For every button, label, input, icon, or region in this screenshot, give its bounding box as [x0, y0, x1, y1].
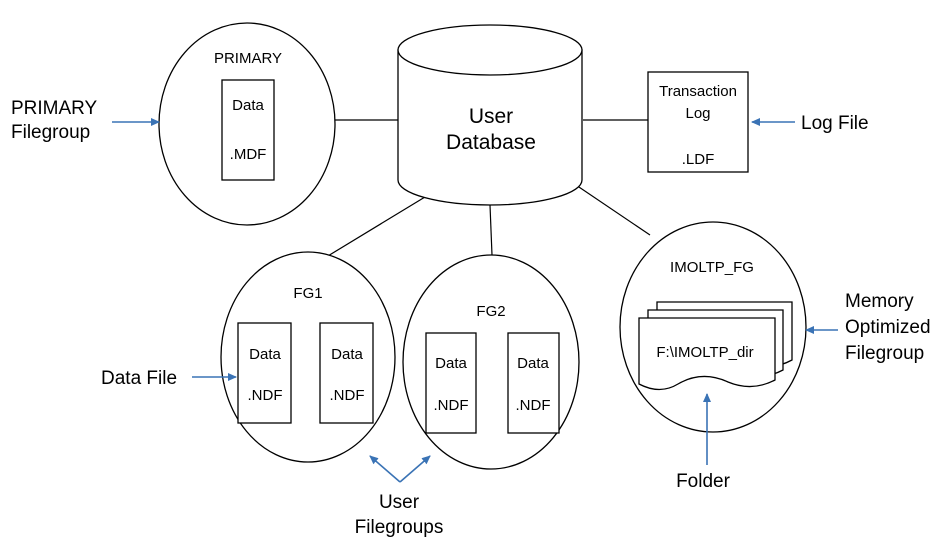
- folder-page-front: [638, 317, 776, 391]
- primary-data-file: [221, 79, 275, 181]
- fg1-filegroup: FG1 Data .NDF Data .NDF: [220, 251, 396, 463]
- fg2-data-file-1: [425, 332, 477, 434]
- log-file-callout: Log File: [801, 113, 869, 134]
- primary-filegroup-title: PRIMARY: [214, 50, 282, 67]
- user-filegroups-arrow-left: [369, 455, 401, 483]
- folder-document-stack: [638, 301, 793, 391]
- fg2-file1-extension: .NDF: [434, 397, 469, 414]
- fg1-data-file-2: [319, 322, 374, 424]
- transaction-log-line2: Log: [685, 105, 710, 122]
- primary-filegroup: PRIMARY Data .MDF: [158, 22, 336, 226]
- transaction-log-extension: .LDF: [682, 151, 715, 168]
- primary-callout-line2: Filegroup: [11, 122, 90, 143]
- fg2-file2-extension: .NDF: [516, 397, 551, 414]
- transaction-log-box: [647, 71, 749, 173]
- user-filegroups-line2: Filegroups: [355, 517, 444, 538]
- database-label-line2: Database: [446, 131, 536, 154]
- database-cylinder-body: [397, 49, 583, 206]
- user-filegroups-line1: User: [379, 492, 420, 513]
- memory-callout-line1: Memory: [845, 291, 914, 312]
- connector-lines: [317, 119, 651, 263]
- data-file-callout: Data File: [101, 368, 177, 389]
- connector-imoltp: [572, 182, 651, 236]
- fg2-title: FG2: [476, 303, 505, 320]
- database-label-line1: User: [469, 105, 513, 128]
- transaction-log-line1: Transaction: [659, 83, 737, 100]
- folder-path-label: F:\IMOLTP_dir: [656, 344, 753, 361]
- primary-file-extension: .MDF: [230, 146, 267, 163]
- imoltp-title: IMOLTP_FG: [670, 259, 754, 276]
- database-cylinder-top: [397, 24, 583, 76]
- user-database: User Database: [397, 24, 583, 206]
- connector-fg1: [317, 196, 426, 263]
- connector-fg2: [489, 204, 493, 256]
- callout-arrows: [112, 118, 838, 483]
- user-filegroups-arrow-right: [399, 455, 431, 483]
- fg1-file2-extension: .NDF: [330, 387, 365, 404]
- memory-callout-line2: Optimized: [845, 317, 931, 338]
- memory-callout-line3: Filegroup: [845, 343, 924, 364]
- callout-labels: PRIMARY Filegroup Log File Data File Mem…: [11, 98, 931, 538]
- fg1-data-file-1: [237, 322, 292, 424]
- fg1-file1-label: Data: [249, 346, 281, 363]
- transaction-log: Transaction Log .LDF: [647, 71, 749, 173]
- fg2-filegroup: FG2 Data .NDF Data .NDF: [402, 254, 580, 470]
- folder-callout: Folder: [676, 471, 731, 492]
- fg1-title: FG1: [293, 285, 322, 302]
- imoltp-filegroup: IMOLTP_FG F:\IMOLTP_dir: [619, 221, 807, 433]
- fg1-file2-label: Data: [331, 346, 363, 363]
- primary-file-label: Data: [232, 97, 264, 114]
- fg2-data-file-2: [507, 332, 560, 434]
- fg2-file2-label: Data: [517, 355, 549, 372]
- primary-callout-line1: PRIMARY: [11, 98, 98, 119]
- fg2-file1-label: Data: [435, 355, 467, 372]
- fg1-file1-extension: .NDF: [248, 387, 283, 404]
